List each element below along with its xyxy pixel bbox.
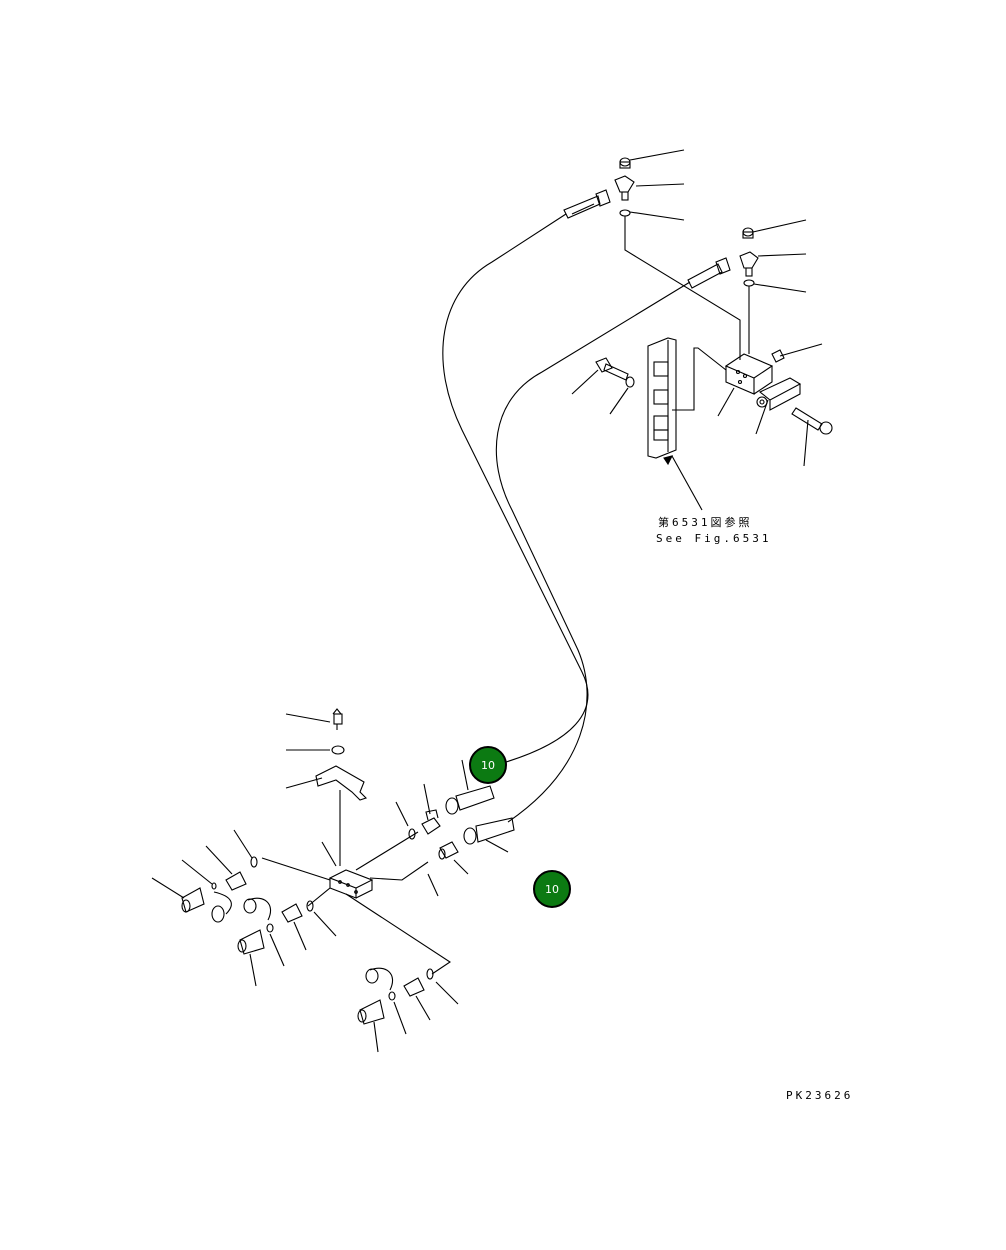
bracket-assembly — [285, 708, 368, 866]
valve-stack-plate — [647, 337, 703, 511]
hose-fitting-top — [563, 189, 611, 219]
long-bolt — [717, 387, 833, 467]
manifold-block — [261, 831, 451, 975]
valve-block — [672, 347, 774, 411]
check-valve — [756, 343, 823, 411]
left-coupler-group — [151, 829, 258, 923]
right-elbow-group — [739, 219, 807, 354]
hose-fitting-right — [687, 257, 731, 289]
hose-inner — [495, 281, 691, 823]
left-bolt-washer — [571, 357, 635, 415]
hose-outer — [442, 213, 589, 763]
middle-coupler-group — [237, 897, 337, 987]
reference-label-jp: 第6531図参照 — [658, 516, 753, 529]
upper-fittings — [395, 759, 515, 897]
reference-label-en: See Fig.6531 — [656, 532, 772, 545]
part-badge-upper[interactable]: 10 — [469, 746, 507, 784]
part-badge-lower[interactable]: 10 — [533, 870, 571, 908]
part-code: PK23626 — [786, 1089, 854, 1102]
top-elbow-group — [614, 149, 741, 360]
lower-coupler-group — [357, 967, 459, 1053]
